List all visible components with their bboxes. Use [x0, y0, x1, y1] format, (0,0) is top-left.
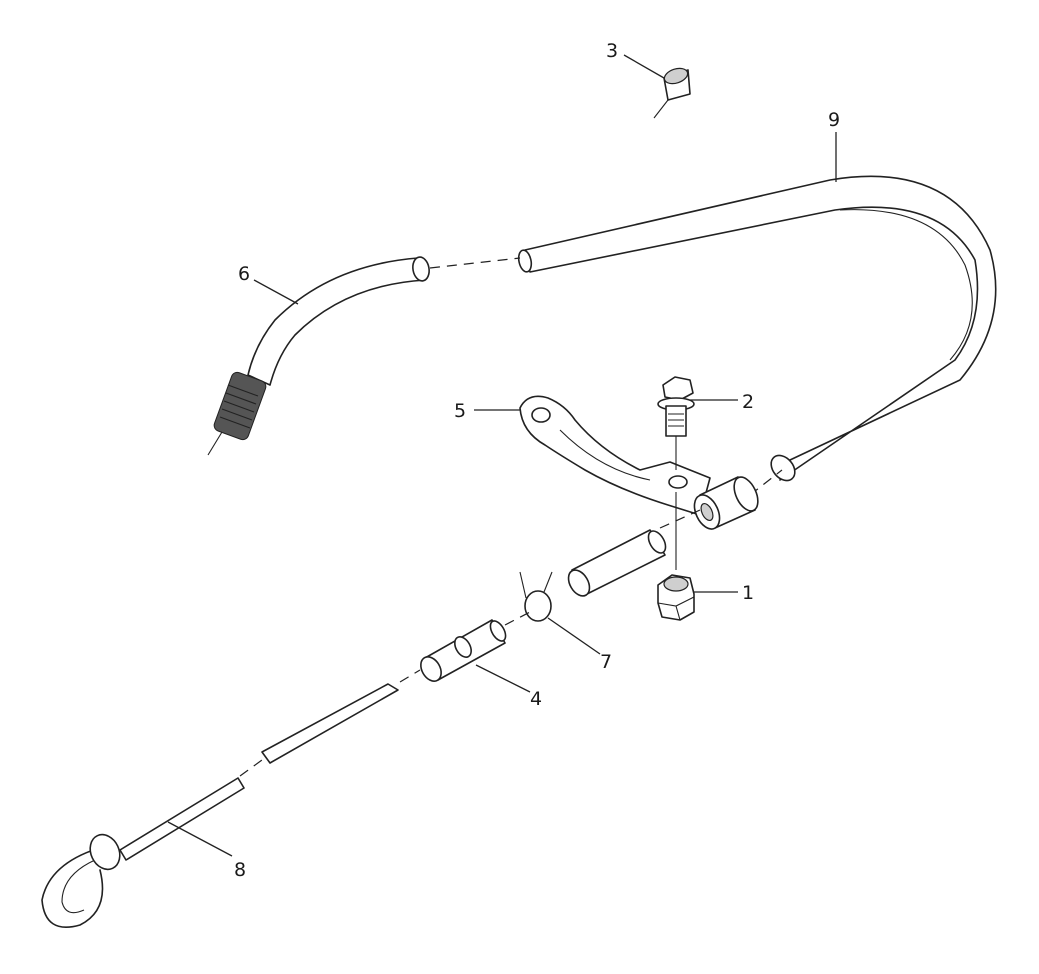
- part-2-bolt: [657, 376, 695, 570]
- leader-8: [167, 821, 233, 857]
- callout-4: 4: [530, 688, 542, 710]
- callout-3: 3: [606, 40, 618, 62]
- part-1-nut: [657, 574, 695, 621]
- leader-3: [623, 54, 665, 79]
- callout-7: 7: [600, 651, 612, 673]
- callout-6: 6: [238, 263, 250, 285]
- leader-lines: [167, 54, 837, 857]
- part-8-inner-cable: [41, 669, 421, 928]
- callout-2: 2: [742, 391, 754, 413]
- callout-8: 8: [234, 859, 246, 881]
- part-6-housing-with-spring: [207, 256, 430, 456]
- bracket-clamp-tube: [693, 476, 759, 530]
- leader-7: [547, 617, 601, 655]
- part-7-spring-clip: [519, 571, 553, 622]
- callout-5: 5: [454, 400, 466, 422]
- part-9-cable-housing: [429, 175, 997, 496]
- part-3-cap: [653, 67, 691, 119]
- callout-labels: 1 2 3 4 5 6 7 8 9: [234, 40, 840, 881]
- leader-4: [475, 664, 531, 693]
- part-4-ferrule: [420, 611, 531, 682]
- leader-6: [253, 279, 299, 305]
- spring-coil: [213, 371, 267, 441]
- callout-9: 9: [828, 109, 840, 131]
- part-5-bracket-plate: [519, 395, 711, 516]
- callout-1: 1: [742, 582, 754, 604]
- inner-sleeve: [567, 509, 701, 597]
